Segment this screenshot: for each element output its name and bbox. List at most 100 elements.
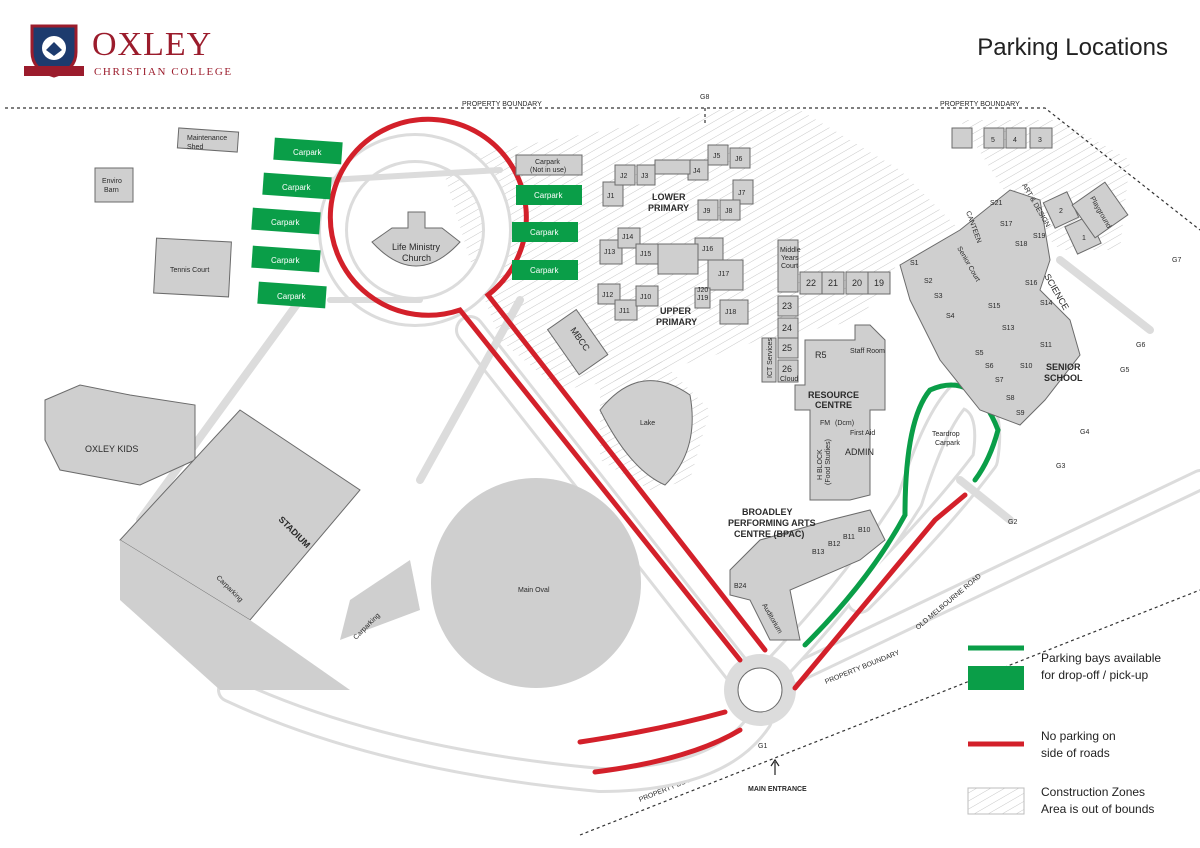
legend-parking-line-1: Parking bays available: [1041, 651, 1162, 665]
svg-text:J17: J17: [718, 271, 729, 278]
upper-primary: [597, 227, 749, 325]
svg-text:PRIMARY: PRIMARY: [648, 203, 689, 213]
enviro-label-1: Enviro: [102, 178, 122, 185]
upper-primary-labels: J14 J13 J15 J12 J10 J11 J16 J17 J18 J19 …: [602, 234, 736, 327]
lower-primary-labels: J1 J2 J3 J4 J5 J6 J7 J8 J9 LOWER PRIMARY: [607, 153, 746, 215]
tennis-label: Tennis Court: [170, 267, 209, 274]
svg-text:S8: S8: [1006, 395, 1015, 402]
svg-text:S16: S16: [1025, 280, 1038, 287]
oxley-kids: [44, 384, 196, 486]
entrance-arrow-icon: [770, 758, 780, 775]
resource-centre: [794, 324, 886, 501]
svg-text:22: 22: [806, 278, 816, 288]
svg-text:(Food Studies): (Food Studies): [825, 439, 832, 485]
svg-text:J11: J11: [619, 308, 630, 315]
svg-text:26: 26: [782, 364, 792, 374]
svg-text:J15: J15: [640, 251, 651, 258]
svg-text:S7: S7: [995, 377, 1004, 384]
carpark-6: [516, 185, 582, 205]
svg-text:S3: S3: [934, 293, 943, 300]
svg-text:S17: S17: [1000, 221, 1013, 228]
svg-text:G5: G5: [1120, 367, 1129, 374]
svg-text:S5: S5: [975, 350, 984, 357]
svg-text:B10: B10: [858, 527, 871, 534]
roads: [136, 133, 1200, 793]
lower-primary: [602, 144, 754, 221]
svg-text:FM: FM: [820, 420, 830, 427]
svg-text:BROADLEY: BROADLEY: [742, 507, 793, 517]
svg-text:S11: S11: [1040, 342, 1052, 349]
svg-text:3: 3: [1038, 137, 1042, 144]
page-title: Parking Locations: [977, 34, 1168, 61]
middle-years-labels: Middle Years Court 22 21 20 19 23 24 25 …: [767, 247, 884, 383]
senior-school: [899, 189, 1081, 426]
svg-text:B24: B24: [734, 583, 747, 590]
carpark-label-7: Carpark: [530, 228, 559, 237]
lake: [599, 380, 693, 486]
carpark-label-1: Carpark: [293, 148, 322, 157]
no-parking-legend-icon: [968, 741, 1024, 747]
boundary-label-north-right: PROPERTY BOUNDARY: [940, 101, 1020, 108]
main-oval: [431, 478, 641, 688]
carpark-label-3: Carpark: [271, 218, 300, 227]
svg-text:(Dcm): (Dcm): [835, 420, 854, 427]
svg-text:S21: S21: [990, 200, 1003, 207]
property-boundary-lines: [5, 107, 1200, 836]
church-label-2: Church: [402, 253, 431, 263]
bpac-building: [729, 509, 886, 641]
svg-text:J7: J7: [738, 190, 746, 197]
svg-text:S9: S9: [1016, 410, 1025, 417]
svg-text:J4: J4: [693, 168, 701, 175]
carpark-labels: Carpark Carpark Carpark Carpark Carpark …: [271, 148, 563, 301]
carpark-3: [251, 207, 321, 235]
construction-legend-icon: [967, 787, 1025, 815]
svg-text:2: 2: [1059, 208, 1063, 215]
svg-text:R5: R5: [815, 350, 827, 360]
svg-text:J12: J12: [602, 292, 613, 299]
svg-text:J8: J8: [725, 208, 733, 215]
svg-text:J2: J2: [620, 173, 628, 180]
legend-parking-line-2: for drop-off / pick-up: [1041, 668, 1149, 682]
svg-text:ADMIN: ADMIN: [845, 447, 874, 457]
svg-text:S10: S10: [1020, 363, 1033, 370]
svg-text:Middle: Middle: [780, 247, 801, 254]
college-subtitle: CHRISTIAN COLLEGE: [94, 66, 233, 78]
svg-text:J10: J10: [640, 294, 651, 301]
svg-text:J16: J16: [702, 246, 713, 253]
svg-text:J19: J19: [697, 295, 708, 302]
teardrop-label-2: Carpark: [935, 440, 960, 447]
svg-text:G8: G8: [700, 94, 709, 101]
svg-text:21: 21: [828, 278, 838, 288]
svg-text:S4: S4: [946, 313, 955, 320]
maintenance-label-2: Shed: [187, 144, 203, 151]
main-entrance-label: MAIN ENTRANCE: [748, 786, 807, 793]
legend-construction-line-2: Area is out of bounds: [1041, 802, 1155, 816]
life-ministry-church: [371, 211, 461, 267]
svg-text:B12: B12: [828, 541, 841, 548]
carparking-strip: [340, 560, 420, 640]
svg-text:S14: S14: [1040, 300, 1053, 307]
carpark-nu-label-1: Carpark: [535, 159, 560, 166]
no-parking-lines: [327, 116, 968, 775]
svg-text:S2: S2: [924, 278, 933, 285]
main-oval-label: Main Oval: [518, 587, 550, 594]
middle-years: [761, 239, 891, 383]
svg-text:J18: J18: [725, 309, 736, 316]
svg-text:J9: J9: [703, 208, 711, 215]
map-legend: Parking bays available for drop-off / pi…: [966, 640, 1186, 840]
carpark-nu-label-2: (Not in use): [530, 167, 566, 174]
svg-text:SENIOR: SENIOR: [1046, 362, 1081, 372]
svg-text:J5: J5: [713, 153, 721, 160]
svg-text:Years: Years: [781, 255, 799, 262]
left-area: Maintenance Shed Enviro Barn Tennis Cour…: [94, 127, 240, 298]
svg-text:J13: J13: [604, 249, 615, 256]
svg-text:23: 23: [782, 301, 792, 311]
parking-legend-icon: [968, 645, 1024, 690]
svg-text:RESOURCE: RESOURCE: [808, 390, 859, 400]
svg-text:S6: S6: [985, 363, 994, 370]
svg-text:ICT Services: ICT Services: [767, 338, 774, 378]
svg-text:J6: J6: [735, 156, 743, 163]
carpark-label-5: Carpark: [277, 292, 306, 301]
legend-construction-line-1: Construction Zones: [1041, 785, 1146, 799]
